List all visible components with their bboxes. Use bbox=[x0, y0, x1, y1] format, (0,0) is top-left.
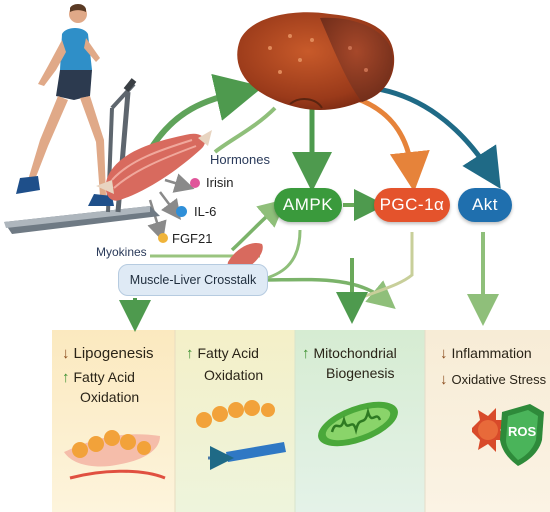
arrow-liver-to-pgc bbox=[354, 95, 430, 192]
muscle-liver-crosstalk-box: Muscle-Liver Crosstalk bbox=[118, 264, 268, 296]
down-arrow-icon: ↓ bbox=[440, 345, 448, 362]
il6-dot-icon bbox=[176, 206, 187, 217]
panel4-line2: ↓Oxidative Stress bbox=[440, 371, 547, 388]
fatty-acid-chain-icon bbox=[64, 430, 166, 480]
hormones-label: Hormones bbox=[210, 152, 270, 167]
panel3-line2: Biogenesis bbox=[326, 365, 395, 381]
up-arrow-icon: ↑ bbox=[186, 345, 194, 362]
treadmill-icon bbox=[4, 78, 160, 234]
irisin-label: Irisin bbox=[206, 175, 234, 190]
arrow-liver-to-panel1 bbox=[213, 106, 277, 154]
panel2-line2: Oxidation bbox=[204, 367, 264, 383]
up-arrow-icon: ↑ bbox=[62, 369, 70, 386]
muscle-icon bbox=[96, 130, 212, 201]
panel3-line1: ↑Mitochondrial bbox=[302, 345, 397, 362]
ros-label: ROS bbox=[508, 424, 537, 439]
mitochondrion-icon bbox=[318, 401, 398, 447]
runner-icon bbox=[16, 4, 114, 206]
shield-icon bbox=[500, 404, 544, 466]
ampk-node: AMPK bbox=[274, 188, 342, 222]
arrow-runner-to-liver bbox=[147, 73, 264, 152]
panel4-line1: ↓Inflammation bbox=[440, 345, 532, 362]
panel2-line1: ↑Fatty Acid bbox=[186, 345, 259, 362]
panel1-line2: ↑Fatty Acid bbox=[62, 369, 135, 386]
up-arrow-icon: ↑ bbox=[302, 345, 310, 362]
panel1-line1: ↓Lipogenesis bbox=[62, 345, 154, 362]
fgf21-dot-icon bbox=[158, 233, 168, 243]
myokines-label: Myokines bbox=[96, 245, 147, 259]
fgf21-label: FGF21 bbox=[172, 231, 213, 246]
down-arrow-icon: ↓ bbox=[62, 345, 70, 362]
liver-icon bbox=[237, 12, 395, 111]
arrow-muscle-to-il6 bbox=[159, 191, 181, 220]
pgc1a-node: PGC-1α bbox=[374, 188, 450, 222]
arrow-muscle-to-irisin bbox=[164, 173, 195, 193]
lipid-droplets-icon bbox=[196, 400, 286, 470]
arrow-crosstalk-to-ampk bbox=[230, 198, 287, 252]
akt-node: Akt bbox=[458, 188, 512, 222]
il6-label: IL-6 bbox=[194, 204, 217, 219]
panel1-line3: Oxidation bbox=[80, 389, 140, 405]
inflammatory-cell-icon bbox=[472, 408, 508, 452]
arrow-liver-to-akt bbox=[371, 85, 501, 189]
irisin-dot-icon bbox=[190, 178, 200, 188]
down-arrow-icon: ↓ bbox=[440, 371, 448, 388]
